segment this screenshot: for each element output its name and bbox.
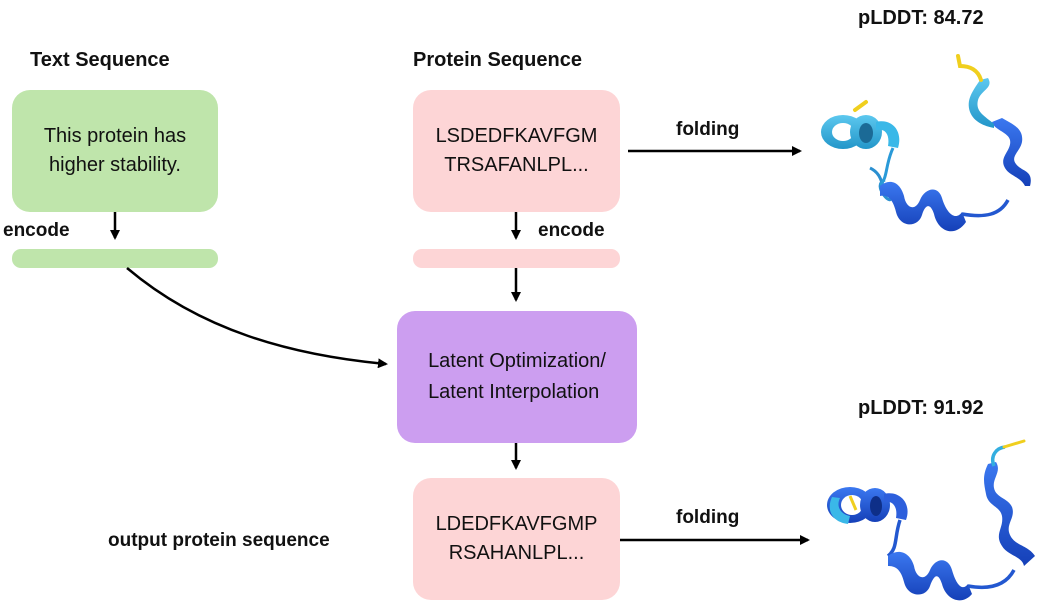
text-embedding-bar (12, 249, 218, 268)
protein-sequence-heading: Protein Sequence (413, 49, 582, 71)
text-encode-label: encode (3, 220, 70, 241)
output-sequence-line: LDEDFKAVFGMP (435, 513, 598, 535)
latent-line: Latent Optimization/ (428, 350, 606, 372)
text-sequence-heading: Text Sequence (30, 49, 170, 71)
protein-structure-bottom (827, 439, 1035, 601)
protein-encode-label: encode (538, 220, 605, 241)
latent-line: Latent Interpolation (428, 381, 600, 403)
output-sequence-line: RSAHANLPL... (448, 542, 585, 564)
output-sequence-label: output protein sequence (108, 530, 330, 551)
latent-optimization-box: Latent Optimization/ Latent Interpolatio… (397, 311, 637, 443)
text-sequence-line: This protein has (43, 125, 187, 147)
folding-top-label: folding (676, 119, 740, 140)
output-sequence-box: LDEDFKAVFGMP RSAHANLPL... (413, 478, 620, 600)
text-sequence-line: higher stability. (49, 154, 181, 176)
plddt-bottom-label: pLDDT: 91.92 (858, 397, 984, 419)
protein-embedding-bar (413, 249, 620, 268)
protein-structure-top (821, 54, 1031, 232)
protein-sequence-line: LSDEDFKAVFGM (435, 125, 598, 147)
plddt-top-label: pLDDT: 84.72 (858, 7, 984, 29)
protein-sequence-box: LSDEDFKAVFGM TRSAFANLPL... (413, 90, 620, 212)
protein-sequence-line: TRSAFANLPL... (444, 154, 589, 176)
folding-bottom-label: folding (676, 507, 740, 528)
text-sequence-box: This protein has higher stability. (12, 90, 218, 212)
text-to-latent-arrow (126, 267, 388, 369)
